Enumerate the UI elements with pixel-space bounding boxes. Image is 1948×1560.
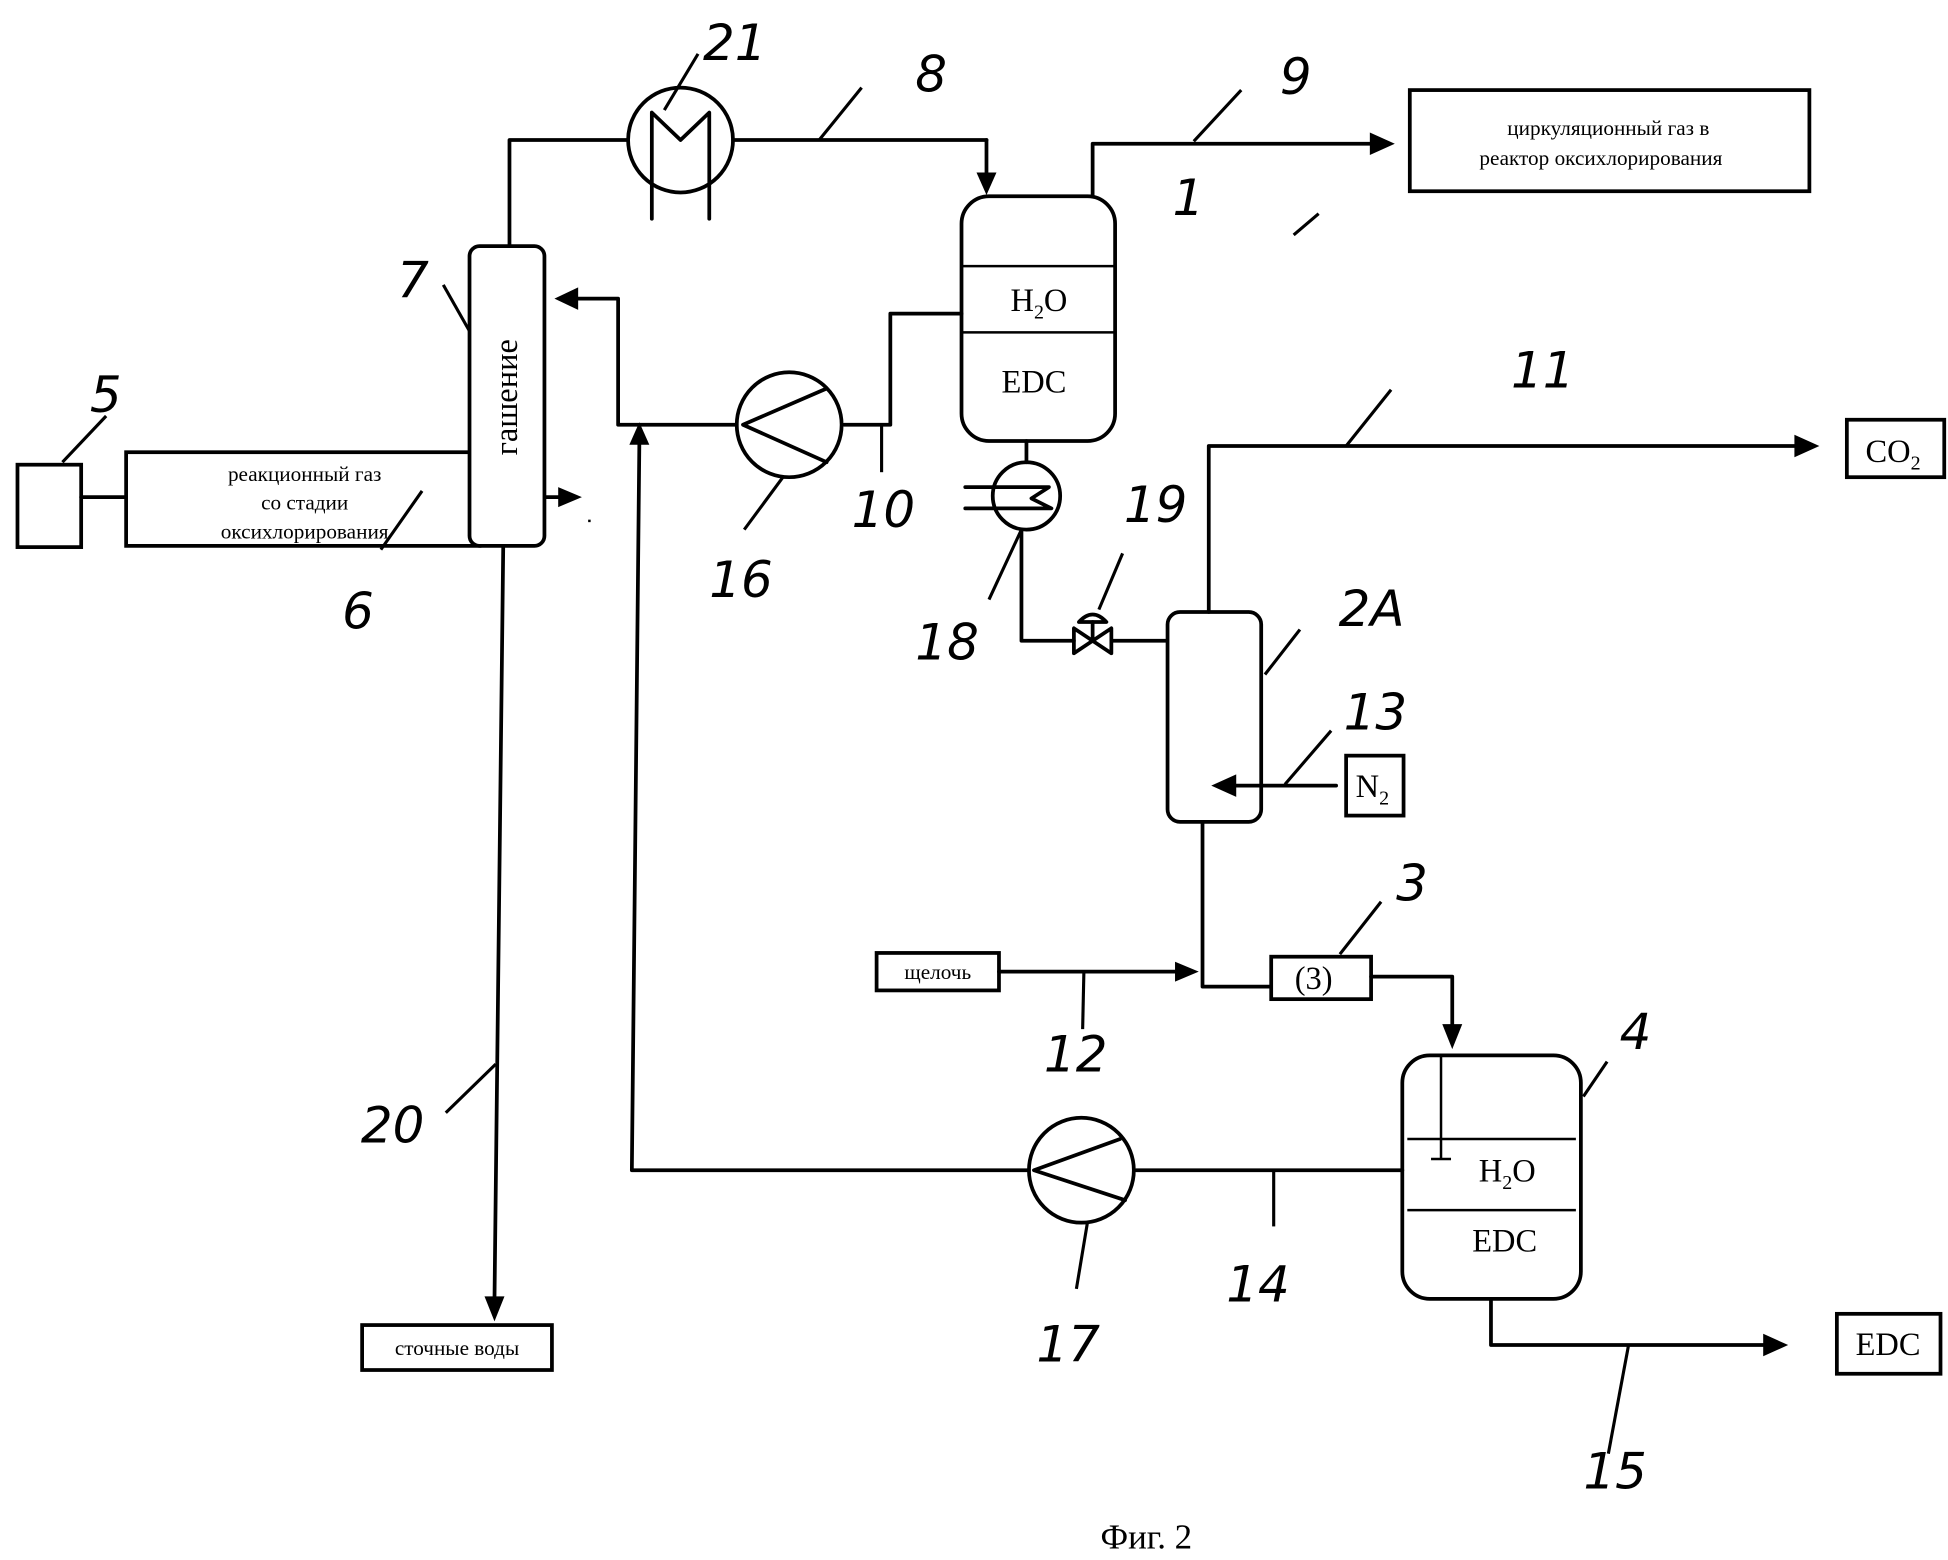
mixer-3-label: (3) (1295, 961, 1333, 997)
leader-15 (1606, 1346, 1630, 1454)
ref-21: 21 (703, 14, 767, 72)
quench-column-7 (467, 244, 547, 548)
vessel-4-edc-label: EDC (1472, 1223, 1537, 1259)
circulation-gas-line1: циркуляционный газ в (1507, 116, 1709, 140)
alkali-label: щелочь (904, 960, 971, 984)
stream-10-line (842, 311, 964, 427)
pipe-18-to-19 (1019, 527, 1076, 643)
edc-out-box (1834, 1311, 1943, 1376)
vessel-1-water-label: H2O (1011, 283, 1068, 323)
pipe-3-to-4-arrowhead (1442, 1024, 1463, 1050)
ref-5: 5 (90, 366, 122, 424)
leader-18 (987, 528, 1023, 601)
ref-7: 7 (397, 251, 429, 309)
cooler-18-coil-icon (963, 485, 1054, 511)
leader-6 (379, 490, 424, 551)
cooler-21-coil-icon (649, 110, 712, 221)
leader-12 (1081, 971, 1086, 1030)
leader-21 (662, 53, 700, 111)
reaction-gas-line1: реакционный газ (228, 462, 381, 486)
leader-19 (1097, 552, 1125, 611)
ref-12: 12 (1044, 1026, 1108, 1084)
leader-9 (1192, 89, 1243, 143)
valve-19-actuator-icon (1077, 612, 1109, 624)
leader-8 (817, 86, 863, 142)
waste-water-box (360, 1323, 554, 1372)
stream-15-arrowhead (1763, 1333, 1789, 1357)
quench-label: гашение (489, 339, 525, 455)
leader-4 (1582, 1060, 1609, 1098)
leader-11 (1344, 388, 1393, 447)
stream-11-arrowhead (1794, 434, 1820, 458)
mixer-3-box (1269, 954, 1373, 1002)
alkali-box (874, 951, 1001, 993)
pipe-16-to-7 (575, 296, 739, 427)
co2-box (1844, 417, 1947, 480)
ref-8: 8 (915, 45, 947, 103)
pipe-3-to-4 (1369, 974, 1455, 1029)
ref-9: 9 (1280, 48, 1312, 106)
leader-lines (61, 53, 1630, 1454)
circulation-gas-box (1407, 88, 1812, 194)
valve-19-icon (1072, 626, 1114, 656)
ref-18: 18 (915, 613, 979, 671)
reaction-gas-line2: со стадии (261, 491, 348, 515)
stream-12-arrowhead (1175, 961, 1199, 982)
pipe-17-return (629, 441, 1031, 1173)
cooler-18-circle (990, 460, 1063, 532)
n2-label: N2 (1356, 769, 1389, 809)
n2-box (1344, 753, 1406, 818)
leader-17 (1074, 1221, 1090, 1290)
stream-15-line (1489, 1296, 1769, 1347)
ref-16: 16 (709, 551, 773, 609)
stream-20-line (492, 543, 506, 1301)
pipe-7-to-21 (507, 138, 630, 249)
figure-caption: Фиг. 2 (1100, 1518, 1192, 1557)
ref-17: 17 (1036, 1315, 1100, 1373)
pipe-16-to-7-arrowhead (554, 287, 579, 310)
ref-3: 3 (1396, 855, 1428, 913)
leader-5 (61, 414, 108, 464)
stream-13-arrowhead (1211, 774, 1237, 797)
leader-1 (1292, 212, 1320, 237)
vessel-4-water-label: H2O (1479, 1153, 1536, 1193)
pump-17-circle (1027, 1115, 1136, 1225)
stream-6-arrowhead (558, 487, 582, 508)
stream-9-arrowhead (1369, 132, 1395, 156)
stream-8-arrowhead (976, 172, 997, 195)
stream-11-line (1206, 444, 1801, 614)
ref-11: 11 (1511, 341, 1575, 399)
unit-5-box (15, 462, 84, 549)
stream-9-line (1090, 141, 1376, 199)
stream-20-arrowhead (484, 1296, 505, 1322)
ref-20: 20 (361, 1097, 425, 1155)
edc-out-label: EDC (1856, 1327, 1921, 1363)
leader-13 (1283, 729, 1333, 786)
vessel-1 (959, 194, 1117, 443)
ref-2A: 2A (1339, 580, 1405, 638)
waste-water-label: сточные воды (395, 1336, 519, 1360)
pipe-17-return-arrowhead (629, 422, 650, 445)
pump-16-icon (741, 386, 829, 465)
ref-14: 14 (1226, 1255, 1290, 1313)
pump-17-icon (1032, 1137, 1127, 1203)
leader-3 (1338, 900, 1383, 956)
leader-2A (1263, 628, 1302, 676)
reaction-gas-line3: оксихлорирования (221, 519, 389, 543)
ref-13: 13 (1344, 683, 1408, 741)
ref-19: 19 (1124, 476, 1188, 534)
vessel-2A (1165, 610, 1264, 824)
ref-10: 10 (852, 481, 916, 539)
vessel-1-edc-label: EDC (1001, 364, 1066, 400)
leader-16 (742, 476, 785, 531)
leader-20 (444, 1062, 497, 1114)
co2-label: CO2 (1866, 434, 1921, 474)
ref-1: 1 (1173, 169, 1205, 227)
ref-4: 4 (1620, 1003, 1652, 1061)
circulation-gas-line2: реактор оксихлорирования (1479, 146, 1722, 170)
ref-15: 15 (1583, 1443, 1647, 1501)
pipe-2A-to-3 (1200, 819, 1274, 989)
leader-7 (441, 284, 471, 332)
ref-6: 6 (342, 582, 374, 640)
